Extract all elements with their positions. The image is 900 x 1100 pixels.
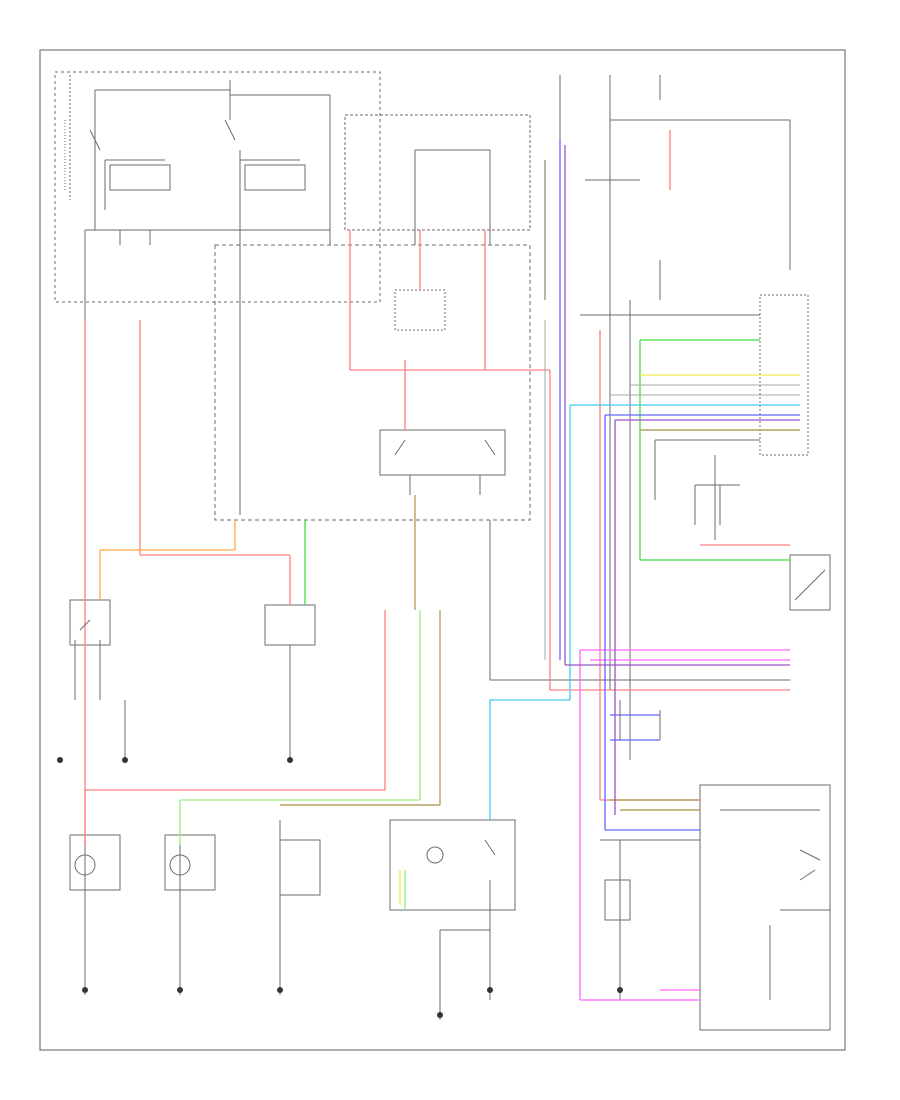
fuse-box-mid [344, 114, 531, 231]
light-control-box [264, 604, 316, 646]
right-headlight-box [164, 834, 216, 891]
left-headlight-box [69, 834, 121, 891]
junction-box-center [214, 244, 531, 521]
red-wires [84, 130, 790, 845]
relay-box-2 [244, 164, 306, 191]
green-wires [304, 339, 790, 605]
ground-g2 [177, 987, 183, 993]
fuse-box-top-left [54, 71, 381, 303]
cyan-wires [489, 404, 800, 820]
lightgreen-wires [179, 610, 421, 910]
ground-g7 [122, 757, 128, 763]
ground-g4 [437, 1012, 443, 1018]
ground-g5 [487, 987, 493, 993]
dimmer-switch-box [69, 599, 111, 646]
relay-box-3 [394, 289, 446, 331]
relay-box-1 [109, 164, 171, 191]
headlight-switch-box [789, 554, 831, 611]
diagram-frame [39, 49, 846, 1051]
pink-wires [579, 649, 790, 1001]
orange-wires [99, 520, 236, 600]
ground-g9 [57, 757, 63, 763]
parking-brake-switch [604, 879, 631, 921]
purple-wires [564, 145, 800, 815]
ground-g6 [287, 757, 293, 763]
blue-wires [559, 140, 800, 831]
ground-symbols [57, 757, 623, 1018]
high-beam-indicator-lamp [426, 846, 444, 864]
ground-g3 [277, 987, 283, 993]
combination-meter [279, 839, 321, 896]
gray-wires [544, 320, 800, 660]
left-headlight-lamp [74, 854, 96, 876]
switch-contacts [79, 119, 816, 881]
dimmer-relay [379, 429, 506, 476]
ground-g8 [617, 987, 623, 993]
tan-wires [280, 429, 800, 811]
yellow-wires [399, 374, 800, 905]
right-headlight-lamp [169, 854, 191, 876]
ground-g1 [82, 987, 88, 993]
daytime-running-light-module [699, 784, 831, 1031]
high-beam-indicator-box [389, 819, 516, 911]
black-wires [54, 71, 831, 1031]
